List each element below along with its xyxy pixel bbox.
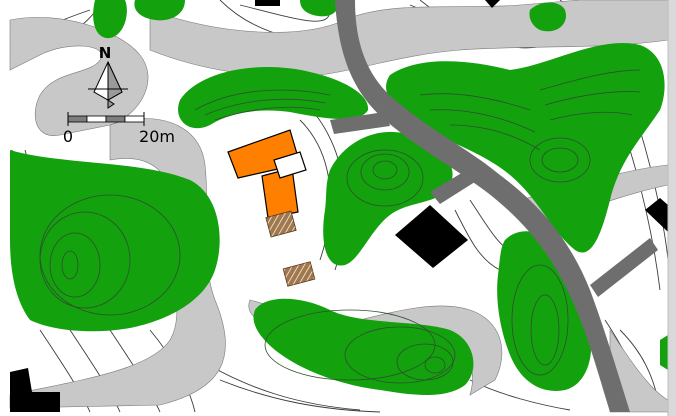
road-north-loop [9, 17, 149, 136]
scale-bar-segment-2 [86, 115, 107, 123]
map-frame-right [668, 0, 676, 416]
building-top-1 [255, 0, 280, 6]
north-arrow: N [88, 44, 128, 109]
tree-patch-north-east [386, 42, 665, 253]
scale-bar-segment-4 [124, 115, 145, 123]
driveway-mid [430, 168, 478, 204]
highlighted-building[interactable] [227, 129, 307, 219]
hatched-structure-1 [265, 210, 297, 238]
scale-bar: 0 20m [63, 112, 175, 146]
tree-patch-top-2 [134, 0, 185, 21]
tree-patch-top-1 [93, 0, 127, 39]
tree-patch-top-3 [300, 0, 340, 17]
tree-contours [39, 69, 641, 384]
buildings [10, 0, 668, 412]
tree-patch-south [253, 298, 474, 395]
driveway-west [330, 112, 390, 134]
building-top-2 [485, 0, 500, 8]
north-label: N [99, 44, 112, 62]
main-road-trunk [335, 0, 630, 412]
driveway-east [590, 238, 658, 297]
hatched-structures [265, 210, 316, 287]
north-arrow-icon [88, 60, 128, 109]
tree-patch-center-north [178, 67, 369, 129]
tree-patches [10, 0, 668, 395]
hatched-structure-2 [282, 261, 316, 287]
building-east [645, 198, 668, 232]
scale-label-start: 0 [63, 127, 73, 146]
scale-bar-segment-3 [105, 115, 126, 123]
scale-bar-segment-1 [67, 115, 88, 123]
tree-patch-top-4 [529, 2, 566, 32]
tree-patch-east-edge [660, 335, 668, 370]
main-road [330, 0, 658, 412]
tree-patch-center [323, 131, 453, 266]
scale-label-end: 20m [139, 127, 175, 146]
building-south-west [10, 368, 60, 412]
tree-patch-west [10, 150, 220, 332]
building-center [395, 205, 468, 268]
